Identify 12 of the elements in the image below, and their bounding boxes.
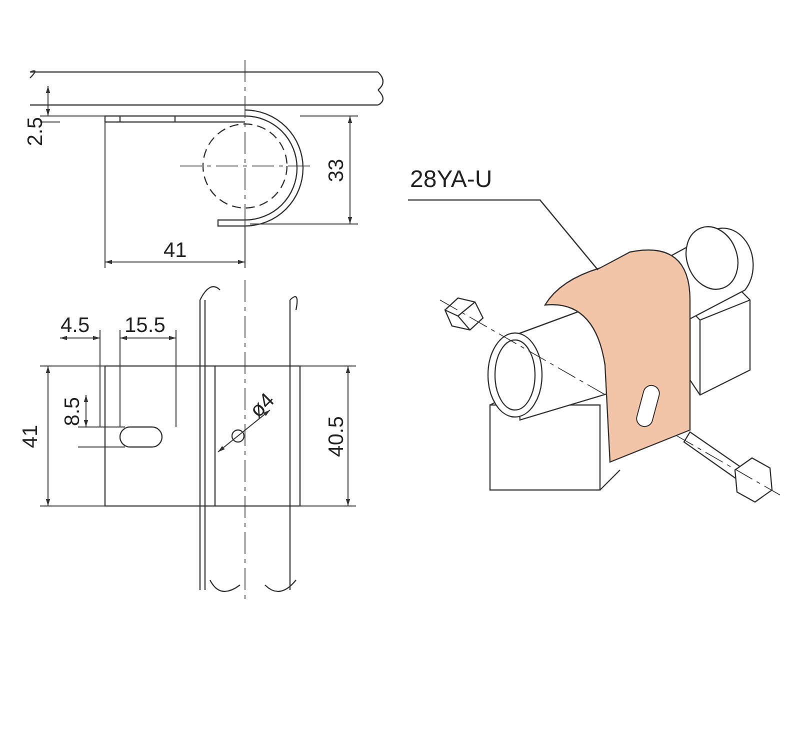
- dimension-label: 8.5: [62, 396, 83, 426]
- bracket-drawing: [544, 249, 691, 463]
- dimension-label: 33: [326, 158, 347, 182]
- part-number-label: 28YA-U: [410, 168, 492, 192]
- dimension-label: ø4: [246, 388, 278, 422]
- dimension-label: 15.5: [124, 314, 166, 336]
- dimension-label: 41: [164, 240, 187, 260]
- dimension-label: 40.5: [325, 416, 346, 456]
- dimension-label: 4.5: [60, 314, 90, 336]
- leader-line: [408, 199, 598, 270]
- dimension-label: 2.5: [24, 116, 46, 146]
- dimension-label: 41: [20, 424, 41, 448]
